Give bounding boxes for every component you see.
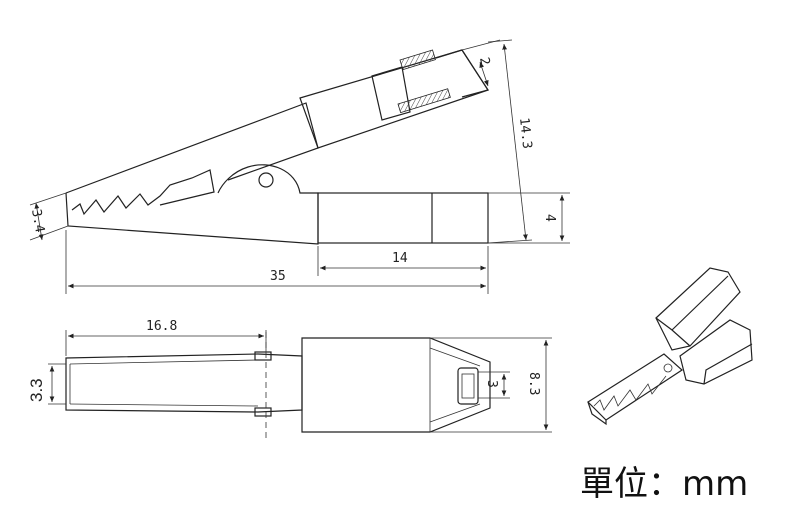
dim-total-length: 35 — [270, 269, 286, 284]
top-view — [65, 332, 491, 438]
top-slot — [457, 367, 479, 405]
dim-sleeve-height: 4 — [542, 214, 557, 222]
dim-total-height: 14.3 — [516, 117, 534, 150]
upper-jaw — [65, 102, 319, 194]
dim-jaw-width: 3.3 — [27, 378, 46, 402]
dim-slot-width: 3 — [484, 380, 499, 388]
side-view — [65, 49, 489, 245]
side-dimensions: 3.4 2 14.3 4 35 14 — [28, 39, 570, 294]
lower-jaw — [65, 164, 319, 245]
top-jaw — [65, 353, 303, 413]
isometric-sketch — [587, 267, 753, 426]
dim-sleeve-width: 8.3 — [526, 372, 541, 395]
jaw-teeth — [71, 169, 215, 216]
dim-insulator-top: 2 — [476, 56, 492, 66]
lower-sleeve — [317, 192, 489, 244]
top-dimensions: 16.8 3.3 3 8.3 — [27, 319, 552, 433]
pivot-hole — [258, 172, 274, 188]
upper-insulator — [299, 49, 489, 149]
dim-jaw-length: 16.8 — [146, 319, 177, 334]
unit-label: 單位：mm — [580, 464, 748, 504]
dim-sleeve-length: 14 — [392, 251, 408, 266]
dim-jaw-tip: 3.4 — [28, 208, 47, 234]
